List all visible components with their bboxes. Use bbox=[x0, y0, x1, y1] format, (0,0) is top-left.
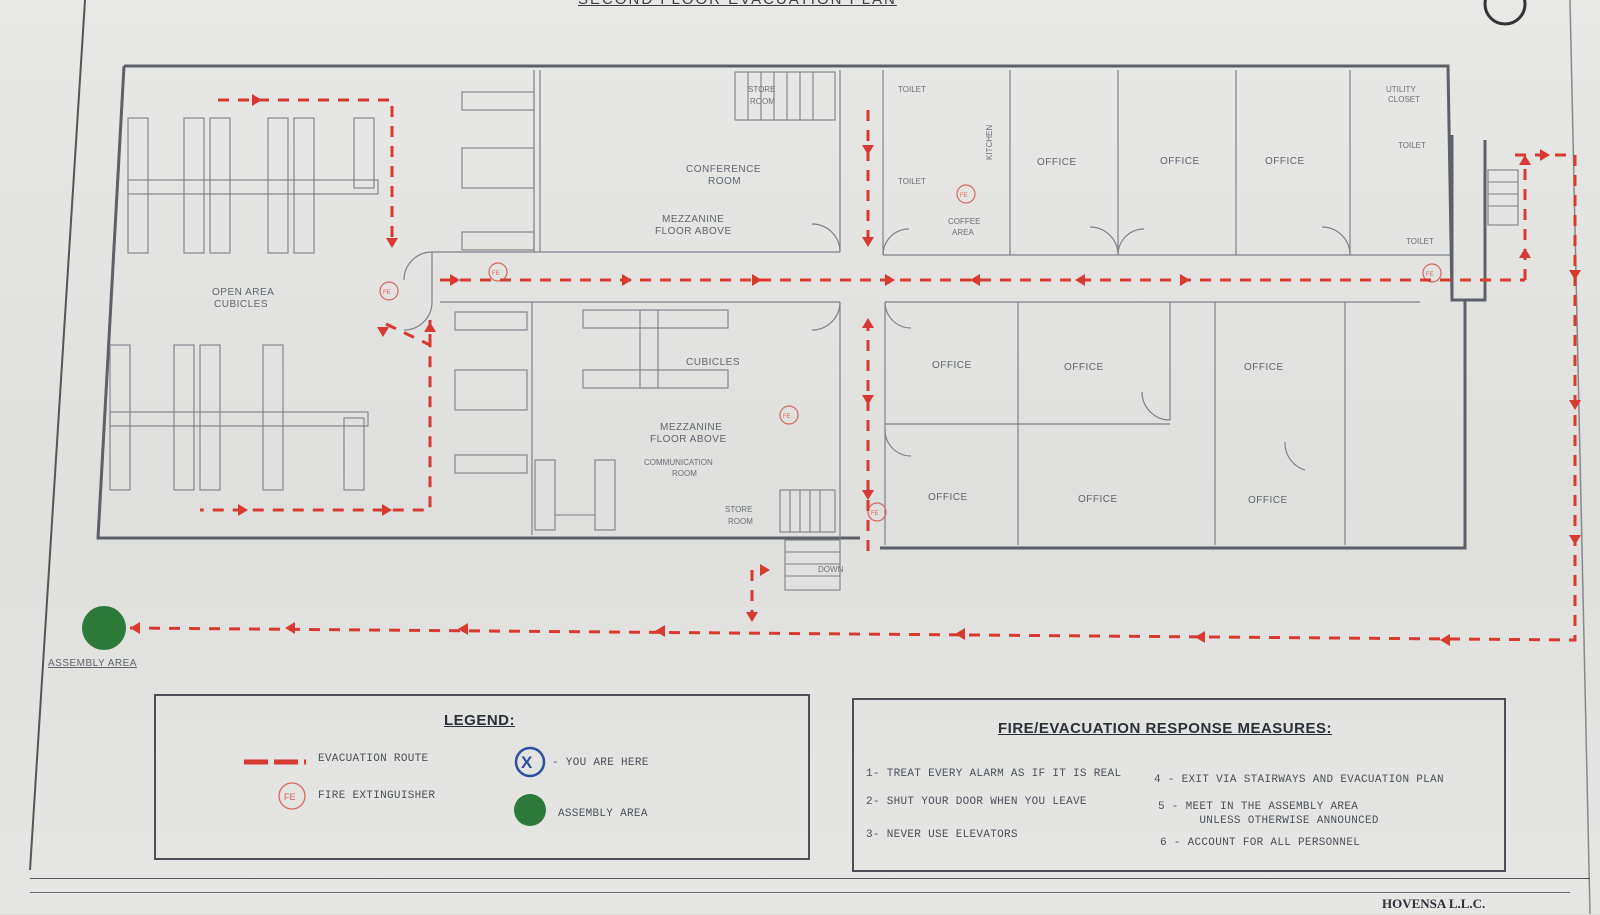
interior-walls bbox=[403, 70, 1450, 545]
legend-you-are-here: - YOU ARE HERE bbox=[552, 757, 649, 769]
measure-6: 6 - ACCOUNT FOR ALL PERSONNEL bbox=[1160, 837, 1361, 849]
svg-text:STORE: STORE bbox=[725, 505, 752, 514]
measure-2: 2- SHUT YOUR DOOR WHEN YOU LEAVE bbox=[866, 796, 1087, 808]
svg-text:CLOSET: CLOSET bbox=[1388, 95, 1420, 104]
svg-text:CONFERENCE: CONFERENCE bbox=[686, 164, 761, 175]
svg-text:ROOM: ROOM bbox=[708, 176, 741, 187]
svg-text:STORE: STORE bbox=[748, 85, 775, 94]
svg-text:OFFICE: OFFICE bbox=[1248, 495, 1288, 506]
svg-text:FE: FE bbox=[871, 511, 879, 517]
measure-3: 3- NEVER USE ELEVATORS bbox=[866, 829, 1018, 841]
svg-text:FLOOR ABOVE: FLOOR ABOVE bbox=[650, 434, 727, 445]
svg-text:ROOM: ROOM bbox=[728, 517, 753, 526]
svg-text:OFFICE: OFFICE bbox=[928, 492, 968, 503]
svg-text:OFFICE: OFFICE bbox=[1037, 157, 1077, 168]
legend-box bbox=[154, 694, 810, 860]
legend-evacuation-route: EVACUATION ROUTE bbox=[318, 753, 429, 765]
svg-text:FE: FE bbox=[383, 290, 391, 296]
plan-title: SECOND FLOOR EVACUATION PLAN bbox=[578, 0, 897, 8]
building-walls bbox=[96, 64, 1487, 550]
stairs-top bbox=[734, 71, 836, 121]
title-block-row bbox=[30, 892, 1570, 907]
svg-text:AREA: AREA bbox=[952, 228, 974, 237]
svg-text:FLOOR ABOVE: FLOOR ABOVE bbox=[655, 226, 732, 237]
svg-text:CUBICLES: CUBICLES bbox=[214, 299, 268, 310]
open-area-cubicles bbox=[109, 91, 729, 531]
measure-4: 4 - EXIT VIA STAIRWAYS AND EVACUATION PL… bbox=[1154, 774, 1444, 786]
svg-text:COMMUNICATION: COMMUNICATION bbox=[644, 458, 713, 467]
svg-text:ROOM: ROOM bbox=[750, 97, 775, 106]
svg-text:FE: FE bbox=[1426, 272, 1434, 278]
stairs-bottom bbox=[779, 489, 841, 591]
north-arrow-icon bbox=[1483, 0, 1527, 26]
svg-text:OFFICE: OFFICE bbox=[1244, 362, 1284, 373]
sheet-border-right bbox=[1569, 0, 1591, 914]
svg-text:KITCHEN: KITCHEN bbox=[985, 125, 994, 160]
svg-text:OFFICE: OFFICE bbox=[1265, 156, 1305, 167]
measures-title: FIRE/EVACUATION RESPONSE MEASURES: bbox=[998, 720, 1332, 737]
svg-text:COFFEE: COFFEE bbox=[948, 217, 980, 226]
svg-text:OFFICE: OFFICE bbox=[1160, 156, 1200, 167]
svg-text:MEZZANINE: MEZZANINE bbox=[660, 422, 722, 433]
svg-text:OFFICE: OFFICE bbox=[1064, 362, 1104, 373]
room-labels: OPEN AREA CUBICLES STORE ROOM CONFERENCE… bbox=[48, 85, 1434, 669]
legend-assembly-area: ASSEMBLY AREA bbox=[558, 808, 648, 820]
svg-text:TOILET: TOILET bbox=[898, 177, 926, 186]
svg-text:ROOM: ROOM bbox=[672, 469, 697, 478]
company-name: HOVENSA L.L.C. bbox=[1382, 896, 1486, 911]
svg-text:TOILET: TOILET bbox=[1398, 141, 1426, 150]
svg-text:TOILET: TOILET bbox=[898, 85, 926, 94]
svg-text:DOWN: DOWN bbox=[818, 565, 844, 574]
label-open-area: OPEN AREA bbox=[212, 287, 274, 298]
measures-box bbox=[852, 698, 1506, 872]
svg-text:FE: FE bbox=[960, 193, 968, 199]
title-block bbox=[30, 878, 1590, 915]
svg-text:OFFICE: OFFICE bbox=[932, 360, 972, 371]
svg-text:FE: FE bbox=[492, 271, 500, 277]
measure-5: 5 - MEET IN THE ASSEMBLY AREA UNLESS OTH… bbox=[1158, 801, 1379, 827]
sheet-border-left bbox=[29, 0, 86, 871]
evacuation-routes bbox=[129, 98, 1577, 642]
measure-1: 1- TREAT EVERY ALARM AS IF IT IS REAL bbox=[866, 768, 1122, 780]
svg-text:MEZZANINE: MEZZANINE bbox=[662, 214, 724, 225]
label-assembly-area: ASSEMBLY AREA bbox=[48, 658, 137, 669]
route-arrows bbox=[130, 94, 1581, 646]
svg-text:CUBICLES: CUBICLES bbox=[686, 357, 740, 368]
stairs-right bbox=[1487, 169, 1519, 226]
legend-fire-extinguisher: FIRE EXTINGUISHER bbox=[318, 790, 436, 802]
legend-title: LEGEND: bbox=[444, 712, 515, 729]
fire-extinguishers: FE FE FE FE FE FE bbox=[379, 184, 1442, 522]
svg-text:FE: FE bbox=[783, 414, 791, 420]
svg-text:OFFICE: OFFICE bbox=[1078, 494, 1118, 505]
assembly-area-marker bbox=[82, 606, 126, 650]
svg-text:UTILITY: UTILITY bbox=[1386, 85, 1416, 94]
svg-text:TOILET: TOILET bbox=[1406, 237, 1434, 246]
